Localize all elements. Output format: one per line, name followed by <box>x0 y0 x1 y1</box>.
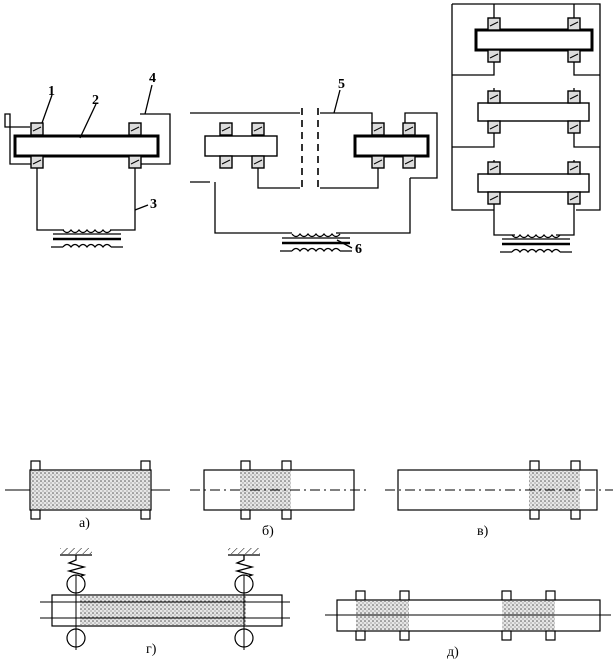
wire-3 <box>37 168 135 230</box>
clamp-a-4 <box>141 510 150 519</box>
rod-mid-left <box>205 136 277 156</box>
caption-g: г) <box>146 642 157 657</box>
rod-mid-right <box>355 136 428 156</box>
variant-d: д) <box>325 591 611 660</box>
clamp-d-6 <box>502 631 511 640</box>
clamp-d-3 <box>400 591 409 600</box>
rod-middle <box>478 103 589 121</box>
clamp-d-8 <box>546 631 555 640</box>
clamp-d-2 <box>356 631 365 640</box>
leader-5 <box>334 90 340 113</box>
clamp-v-4 <box>571 510 580 519</box>
label-1: 1 <box>48 84 55 99</box>
clamp-r3-3 <box>568 162 580 174</box>
frame-top-links <box>494 4 574 166</box>
transformer-left <box>51 230 123 247</box>
leader-2 <box>80 104 96 138</box>
clamp-r1-1 <box>488 18 500 30</box>
label-3: 3 <box>150 197 157 212</box>
clamp-v-1 <box>530 461 539 470</box>
label-6: 6 <box>355 242 362 257</box>
clamp-d-1 <box>356 591 365 600</box>
clamp-r1-4 <box>568 50 580 62</box>
caption-a: а) <box>79 516 90 531</box>
wire-right-feed <box>494 204 574 235</box>
wire-mid-feed <box>215 178 410 233</box>
label-4: 4 <box>149 71 156 86</box>
clamp-bottom-left <box>31 156 43 168</box>
heated-zone-a <box>31 471 150 509</box>
clamp-d-7 <box>546 591 555 600</box>
clamp-r2-4 <box>568 121 580 133</box>
clamp-mr-1 <box>372 123 384 135</box>
label-2: 2 <box>92 93 99 108</box>
clamp-r1-2 <box>488 50 500 62</box>
clamp-ml-4 <box>252 156 264 168</box>
clamp-v-2 <box>530 510 539 519</box>
clamp-mr-2 <box>372 156 384 168</box>
scheme-stacked-rods <box>452 4 600 252</box>
clamp-b-1 <box>241 461 250 470</box>
clamp-mr-4 <box>403 156 415 168</box>
leader-4 <box>145 85 152 114</box>
ground-hatch-left <box>60 548 92 554</box>
clamp-ml-1 <box>220 123 232 135</box>
clamp-r2-3 <box>568 91 580 103</box>
caption-d: д) <box>447 645 459 660</box>
clamp-r3-2 <box>488 192 500 204</box>
clamp-top-right <box>129 123 141 135</box>
rod-bottom <box>478 174 589 192</box>
caption-v: в) <box>477 524 489 539</box>
clamp-mr-3 <box>403 123 415 135</box>
leader-1 <box>42 95 52 123</box>
label-5: 5 <box>338 77 345 92</box>
clamp-b-3 <box>282 461 291 470</box>
leader-3 <box>135 205 148 210</box>
transformer-right <box>500 235 572 252</box>
clamp-ml-3 <box>252 123 264 135</box>
variant-v: в) <box>385 461 613 539</box>
clamp-b-4 <box>282 510 291 519</box>
clamp-a-3 <box>141 461 150 470</box>
clamp-d-5 <box>502 591 511 600</box>
scheme-split-rods: 5 6 <box>190 77 437 257</box>
variant-b: б) <box>190 461 368 539</box>
caption-b: б) <box>262 524 274 539</box>
variant-g: г) <box>40 548 290 657</box>
clamp-top-left <box>31 123 43 135</box>
rod-top <box>476 30 592 50</box>
clamp-a-2 <box>31 510 40 519</box>
clamp-b-2 <box>241 510 250 519</box>
rod-2 <box>15 136 158 156</box>
clamp-r2-1 <box>488 91 500 103</box>
heated-zone-g <box>80 596 246 625</box>
clamp-d-4 <box>400 631 409 640</box>
clamp-a-1 <box>31 461 40 470</box>
variant-a: а) <box>5 461 170 531</box>
clamp-r2-2 <box>488 121 500 133</box>
ground-hatch-right <box>228 548 260 554</box>
clamp-r1-3 <box>568 18 580 30</box>
scheme-single-rod: 1 2 3 4 <box>5 71 170 247</box>
clamp-bottom-right <box>129 156 141 168</box>
clamp-r3-1 <box>488 162 500 174</box>
clamp-r3-4 <box>568 192 580 204</box>
clamp-v-3 <box>571 461 580 470</box>
clamp-ml-2 <box>220 156 232 168</box>
